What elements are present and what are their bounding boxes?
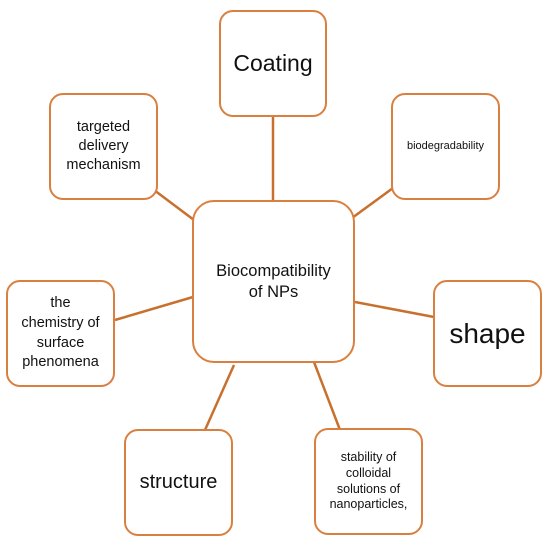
node-biodegradability-label: biodegradability xyxy=(406,139,485,152)
connector-shape xyxy=(354,300,435,319)
node-structure-label: structure xyxy=(139,471,218,493)
node-coating-label: Coating xyxy=(233,50,313,77)
connector-stability xyxy=(312,361,342,431)
connector-targeted xyxy=(149,186,195,221)
connector-chemistry xyxy=(114,295,194,322)
connector-structure xyxy=(203,364,236,431)
node-shape-label: shape xyxy=(449,318,526,349)
connector-biodegradability xyxy=(351,186,394,220)
node-coating: Coating xyxy=(219,10,327,117)
node-biodegradability: biodegradability xyxy=(391,93,500,200)
node-shape: shape xyxy=(433,280,542,387)
node-structure: structure xyxy=(124,429,233,536)
